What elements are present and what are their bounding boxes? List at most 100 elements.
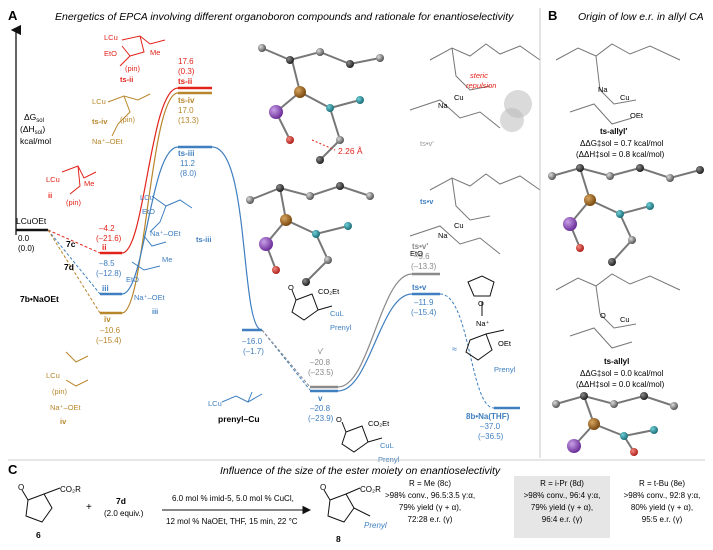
- result-col-tbu: R = t-Bu (8e) >98% conv., 92:8 γ:α, 80% …: [624, 479, 701, 524]
- result-ipr-r: R = i-Pr (8d): [540, 479, 584, 488]
- product-label: 8b•Na(THF): [466, 412, 510, 421]
- reactant-6-sub: CO₂R: [60, 485, 81, 494]
- reactant-7d-eq: (2.0 equiv.): [104, 509, 144, 518]
- iv-na: Na⁺–OEt: [50, 403, 82, 412]
- ts-iii-name: ts-iii: [196, 235, 211, 244]
- v-label: v: [318, 394, 323, 403]
- ts-iii-lcu: LCu: [140, 193, 154, 202]
- curve-ii: [121, 87, 179, 254]
- start-label: LCuOEt: [16, 216, 47, 226]
- v-g: –20.8: [310, 404, 331, 413]
- v-o: O: [336, 415, 342, 424]
- result-col-me: R = Me (8c) >98% conv., 96.5:3.5 γ:α, 79…: [385, 479, 475, 524]
- product-oet: OEt: [498, 339, 512, 348]
- y-axis-label-3: kcal/mol: [20, 136, 51, 146]
- struct-reactant-6: [21, 487, 61, 523]
- g-iii: –8.5: [99, 259, 115, 268]
- distance-label: 2.26 Å: [338, 146, 363, 156]
- result-tbu-l2: 80% yield (γ + α),: [631, 503, 693, 512]
- b-cu-2: Cu: [620, 315, 630, 324]
- name-ts-iv: ts-iv: [178, 96, 195, 105]
- v-h: (–23.9): [308, 414, 334, 423]
- name-ts-ii: ts-ii: [178, 77, 192, 86]
- tsvprime-g: –9.6: [414, 252, 430, 261]
- result-tbu-r: R = t-Bu (8e): [639, 479, 685, 488]
- struct-ts-iv: [107, 93, 151, 137]
- connector-iv: [47, 229, 101, 314]
- b-o-2: O: [600, 311, 606, 320]
- repulsion-label: repulsion: [466, 81, 496, 90]
- ts-allyl-name: ts-allyl: [604, 357, 629, 366]
- g-ts-iv: 17.0: [178, 106, 194, 115]
- ts-ii-me: Me: [150, 48, 160, 57]
- iv-pin: (pin): [52, 387, 68, 396]
- plus-sign: +: [86, 502, 92, 513]
- conditions-line-2: 12 mol % NaOEt, THF, 15 min, 22 °C: [166, 517, 298, 526]
- tsvprime-label: ts•v′: [412, 242, 428, 251]
- b-na-1: Na: [598, 85, 608, 94]
- connector-vprime: [261, 329, 311, 388]
- vprime-co2et: CO₂Et: [318, 287, 340, 296]
- break-mark: ≈: [452, 344, 457, 354]
- ts-ii-name: ts-ii: [120, 75, 133, 84]
- ts-iii-eto: EtO: [142, 207, 155, 216]
- struct-ii: [61, 165, 97, 195]
- start-h: (0.0): [18, 244, 35, 253]
- ts-iv-name: ts-iv: [92, 117, 108, 126]
- result-tbu-l1: >98% conv., 92:8 γ:α,: [624, 491, 701, 500]
- h-ts-ii: (0.3): [178, 67, 195, 76]
- struct-iv: [65, 351, 89, 387]
- y-axis-label-1: ΔGsol: [24, 112, 44, 124]
- ts-iv-lcu: LCu: [92, 97, 106, 106]
- ts-vprime-tag: ts•v′: [420, 139, 434, 148]
- ii-name: ii: [48, 191, 52, 200]
- iv-lcu: LCu: [46, 371, 60, 380]
- ts-allyl-dh: (ΔΔH‡sol = 0.0 kcal/mol): [576, 380, 665, 389]
- curve-tsvprime: [337, 273, 413, 388]
- product-h: (–36.5): [478, 432, 504, 441]
- connector-product: [439, 293, 495, 409]
- v-prenyl: Prenyl: [378, 455, 400, 464]
- prenyl-lcu: LCu: [208, 399, 222, 408]
- sketch-ts-vprime: [409, 43, 541, 129]
- h-iii: (–12.8): [96, 269, 122, 278]
- vprime-o: O: [288, 283, 294, 292]
- product-na: Na⁺: [476, 319, 490, 328]
- iii-eto: EtO: [126, 275, 139, 284]
- ts-ii-lcu: LCu: [104, 33, 118, 42]
- sketch-eto-2: EtO: [410, 249, 423, 258]
- tsv-h: (–15.4): [411, 308, 437, 317]
- panel-c-letter: C: [8, 462, 18, 477]
- product-8-sub: CO₂R: [360, 485, 381, 494]
- h-ts-iv: (13.3): [178, 116, 199, 125]
- iii-me: Me: [162, 255, 172, 264]
- vprime-label: v′: [318, 347, 324, 356]
- h-prenyl: (–1.7): [243, 347, 264, 356]
- sketch-ts-allyl: [555, 273, 681, 349]
- sketch-ts-allylprime: [555, 43, 681, 125]
- iii-name: iii: [152, 307, 158, 316]
- steric-label: steric: [470, 71, 488, 80]
- h-ts-iii: (8.0): [180, 169, 197, 178]
- label-7b-naoet: 7b•NaOEt: [20, 294, 59, 304]
- sketch-na-2: Na: [438, 231, 448, 240]
- ii-me: Me: [84, 179, 94, 188]
- product-8-prenyl: Prenyl: [364, 521, 387, 530]
- panel-a-title: Energetics of EPCA involving different o…: [55, 11, 514, 23]
- struct-iii: [131, 235, 167, 271]
- curve-tsv: [337, 293, 413, 392]
- label-7c: 7c: [66, 239, 76, 249]
- g-ts-iii: 11.2: [180, 159, 196, 168]
- model-ts-vprime: [258, 44, 384, 164]
- conditions-line-1: 6.0 mol % imid-5, 5.0 mol % CuCl,: [172, 494, 294, 503]
- ts-allyl-dg: ΔΔG‡sol = 0.0 kcal/mol: [580, 369, 664, 378]
- result-me-l2: 79% yield (γ + α),: [399, 503, 461, 512]
- panel-a-letter: A: [8, 8, 18, 23]
- vprime-cul: CuL: [330, 309, 344, 318]
- label-ii: ii: [102, 243, 106, 252]
- result-ipr-l2: 79% yield (γ + α),: [531, 503, 593, 512]
- g-ii: –4.2: [99, 224, 115, 233]
- tsv-g: –11.9: [414, 298, 434, 307]
- reactant-6-num: 6: [36, 530, 41, 540]
- g-iv: –10.6: [100, 326, 121, 335]
